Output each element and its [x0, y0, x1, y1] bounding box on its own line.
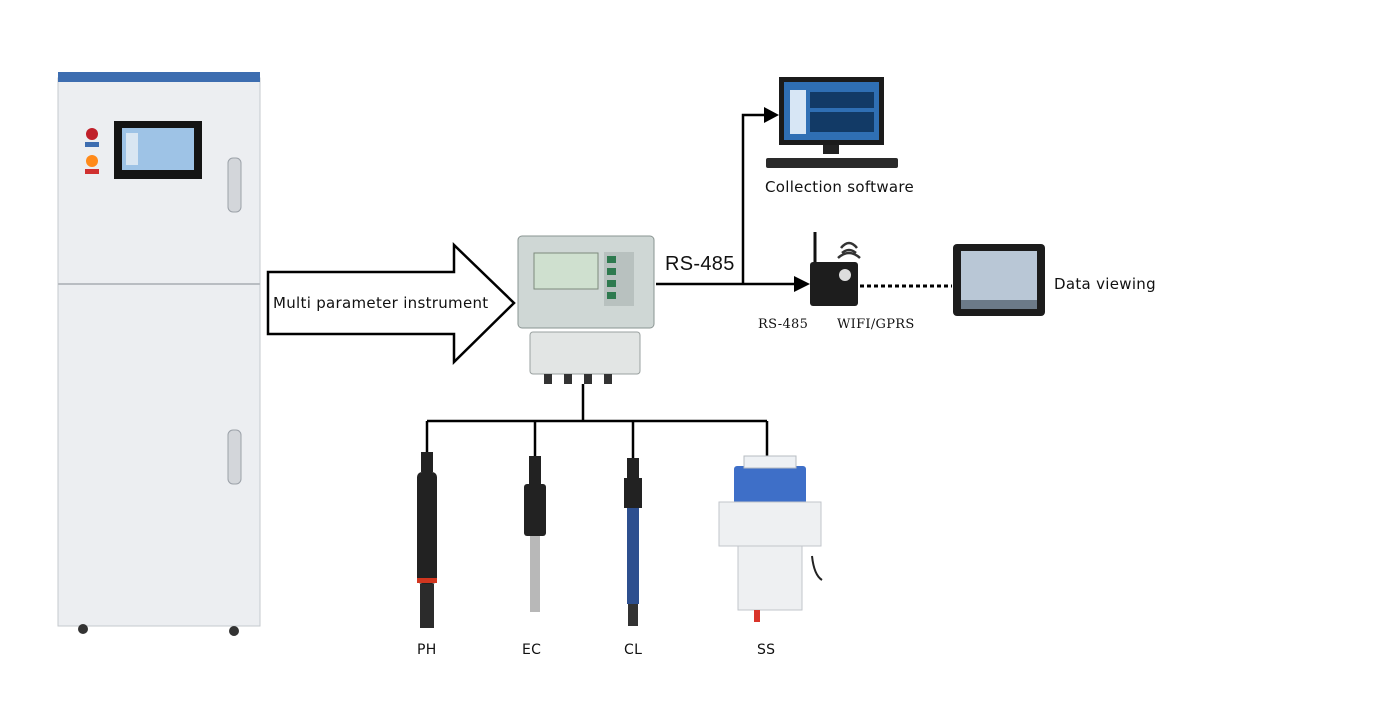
sensor-label-ss: SS	[757, 642, 776, 658]
hollow-arrow	[266, 242, 516, 365]
arrowhead-to-gateway	[794, 276, 810, 292]
gateway-left-label: RS-485	[758, 317, 809, 332]
tablet-device	[953, 244, 1045, 316]
arrowhead-to-computer	[764, 107, 779, 123]
sensor-label-ec: EC	[522, 642, 542, 658]
wireless-gateway	[810, 232, 861, 306]
connection-lines	[425, 113, 952, 458]
multi-parameter-instrument	[517, 235, 655, 384]
gateway-right-label: WIFI/GPRS	[837, 317, 915, 332]
sensor-label-ph: PH	[417, 642, 437, 658]
bus-label: RS-485	[665, 253, 735, 275]
ec-sensor	[524, 456, 546, 612]
ph-sensor	[417, 452, 437, 628]
monitoring-cabinet	[57, 72, 261, 636]
arrow-label: Multi parameter instrument	[273, 294, 489, 312]
sensor-label-cl: CL	[624, 642, 643, 658]
cl-sensor	[624, 458, 642, 626]
computer-monitor	[766, 77, 898, 168]
tablet-label: Data viewing	[1054, 275, 1156, 293]
ss-sensor	[718, 455, 823, 622]
software-label: Collection software	[765, 178, 915, 196]
